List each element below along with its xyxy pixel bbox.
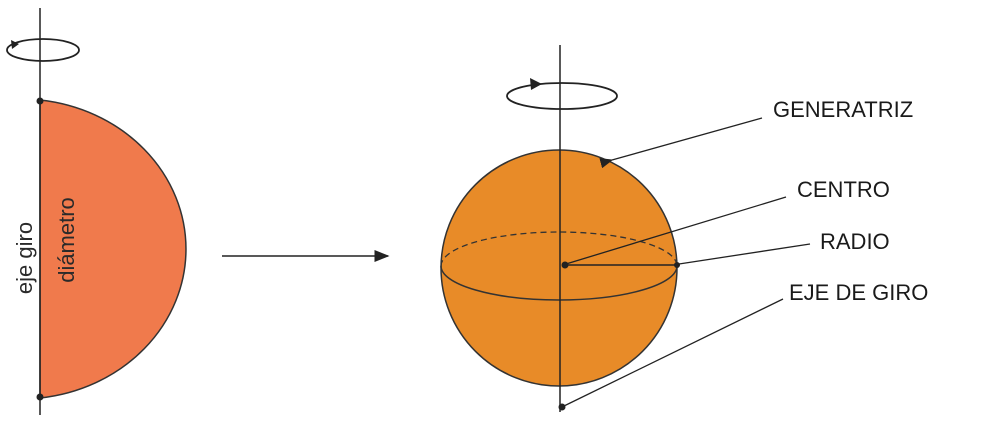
radius-label: RADIO [820, 229, 890, 254]
center-label: CENTRO [797, 177, 890, 202]
equator-back [440, 231, 678, 267]
left-figure: eje giro diámetro [6, 8, 187, 415]
semicircle-shape [39, 99, 187, 399]
radius-leader [678, 243, 811, 265]
axis-bottom-point [558, 403, 566, 411]
center-leader [565, 196, 787, 265]
rotation-arrow-icon [506, 78, 618, 110]
generatrix-label: GENERATRIZ [773, 97, 913, 122]
left-bottom-point [36, 393, 44, 401]
center-point [561, 261, 569, 269]
sphere-shape [440, 149, 678, 387]
equator-front [440, 265, 678, 301]
right-figure: GENERATRIZ CENTRO RADIO EJE DE GIRO [440, 45, 928, 412]
left-top-point [36, 97, 44, 105]
rotation-arrow-icon [6, 38, 80, 62]
radius-endpoint [674, 262, 680, 268]
generatrix-leader [599, 117, 763, 169]
diameter-label-vertical: diámetro [54, 197, 79, 283]
axis-leader [563, 298, 784, 407]
axis-label: EJE DE GIRO [789, 280, 928, 305]
axis-label-vertical: eje giro [12, 222, 37, 294]
